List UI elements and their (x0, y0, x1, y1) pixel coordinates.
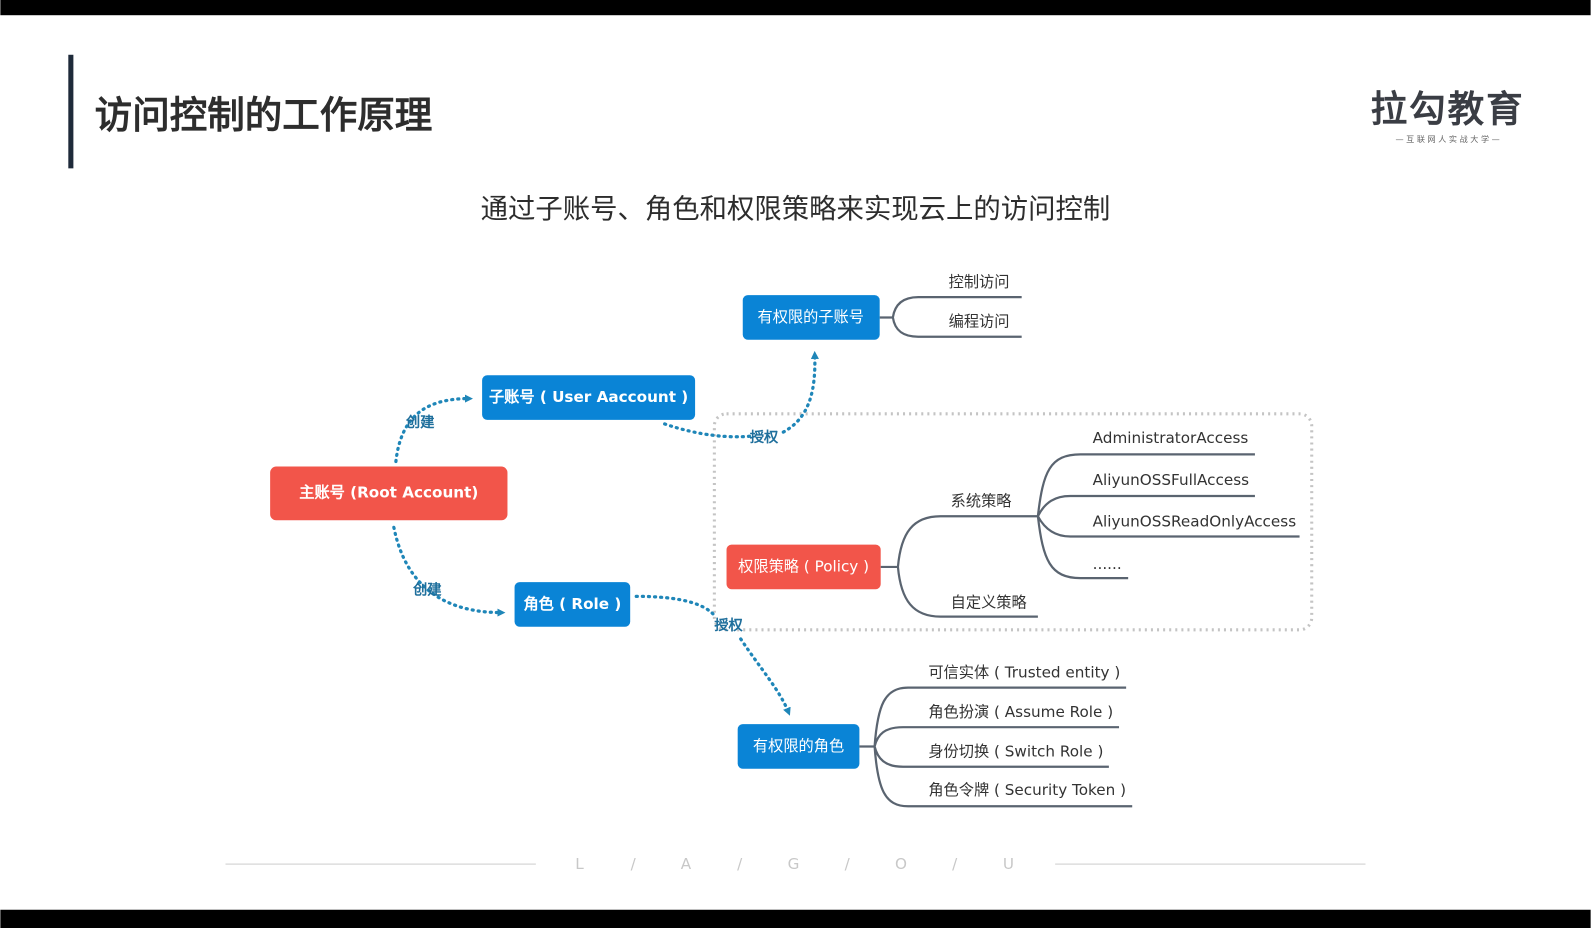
footer-letter: G (788, 855, 800, 873)
system-policy-item: ...... (1093, 555, 1122, 573)
footer-letter: O (895, 855, 907, 873)
limited-user-child: 编程访问 (949, 313, 1010, 331)
policy-branches (880, 453, 1300, 618)
root-account-node: 主账号 (Root Account) (270, 466, 508, 521)
footer-letter: U (1003, 855, 1014, 873)
page-title: 访问控制的工作原理 (95, 93, 433, 137)
bottom-black-bar (0, 909, 1591, 928)
grant-user-label: 授权 (750, 429, 779, 446)
system-policy-item: AliyunOSSFullAccess (1093, 471, 1250, 489)
footer-letter: / (845, 855, 851, 873)
title-accent-bar (68, 54, 74, 169)
policy-label: 权限策略 ( Policy ) (738, 557, 869, 575)
top-black-bar (0, 0, 1591, 16)
root-account-label: 主账号 (Root Account) (299, 483, 478, 501)
footer-letter: L (575, 855, 584, 873)
grant-user-arrow (663, 355, 815, 439)
role-node: 角色 ( Role ) (514, 582, 631, 627)
slide-subtitle: 通过子账号、角色和权限策略来实现云上的访问控制 (481, 194, 1111, 225)
footer-letter: / (952, 855, 958, 873)
limited-user-node: 有权限的子账号 (742, 295, 880, 340)
create-role-label: 创建 (412, 581, 442, 598)
user-account-node: 子账号 ( User Aaccount ) (482, 375, 696, 420)
grant-role-label: 授权 (714, 617, 743, 634)
limited-role-child: 角色令牌 ( Security Token ) (928, 781, 1126, 799)
limited-user-child: 控制访问 (949, 273, 1010, 291)
limited-user-branches (879, 296, 1022, 338)
custom-policy-label: 自定义策略 (951, 594, 1027, 612)
limited-user-label: 有权限的子账号 (757, 308, 863, 326)
role-label: 角色 ( Role ) (523, 595, 621, 613)
footer-letter: / (737, 855, 743, 873)
footer-brand-letters: L / A / G / O / U (575, 855, 1014, 873)
create-user-label: 创建 (405, 414, 435, 431)
limited-role-branches (859, 686, 1133, 808)
limited-role-node: 有权限的角色 (737, 724, 860, 769)
create-role-arrow (392, 525, 506, 617)
system-policy-item: AdministratorAccess (1093, 429, 1249, 447)
limited-role-child: 可信实体 ( Trusted entity ) (928, 663, 1120, 681)
policy-region (712, 412, 1314, 632)
user-account-label: 子账号 ( User Aaccount ) (489, 388, 688, 406)
system-policy-label: 系统策略 (951, 492, 1012, 510)
limited-role-child: 角色扮演 ( Assume Role ) (928, 703, 1113, 721)
footer-letter: A (681, 855, 692, 873)
limited-role-child: 身份切换 ( Switch Role ) (928, 743, 1103, 761)
grant-role-arrow (634, 594, 788, 712)
logo-tagline: — 互 联 网 人 实 战 大 学 — (1395, 134, 1499, 144)
create-user-arrow (394, 394, 473, 464)
footer-letter: / (631, 855, 637, 873)
system-policy-item: AliyunOSSReadOnlyAccess (1093, 512, 1297, 530)
limited-role-label: 有权限的角色 (753, 737, 844, 755)
policy-node: 权限策略 ( Policy ) (726, 544, 881, 590)
logo: 拉勾教育 (1371, 88, 1525, 131)
